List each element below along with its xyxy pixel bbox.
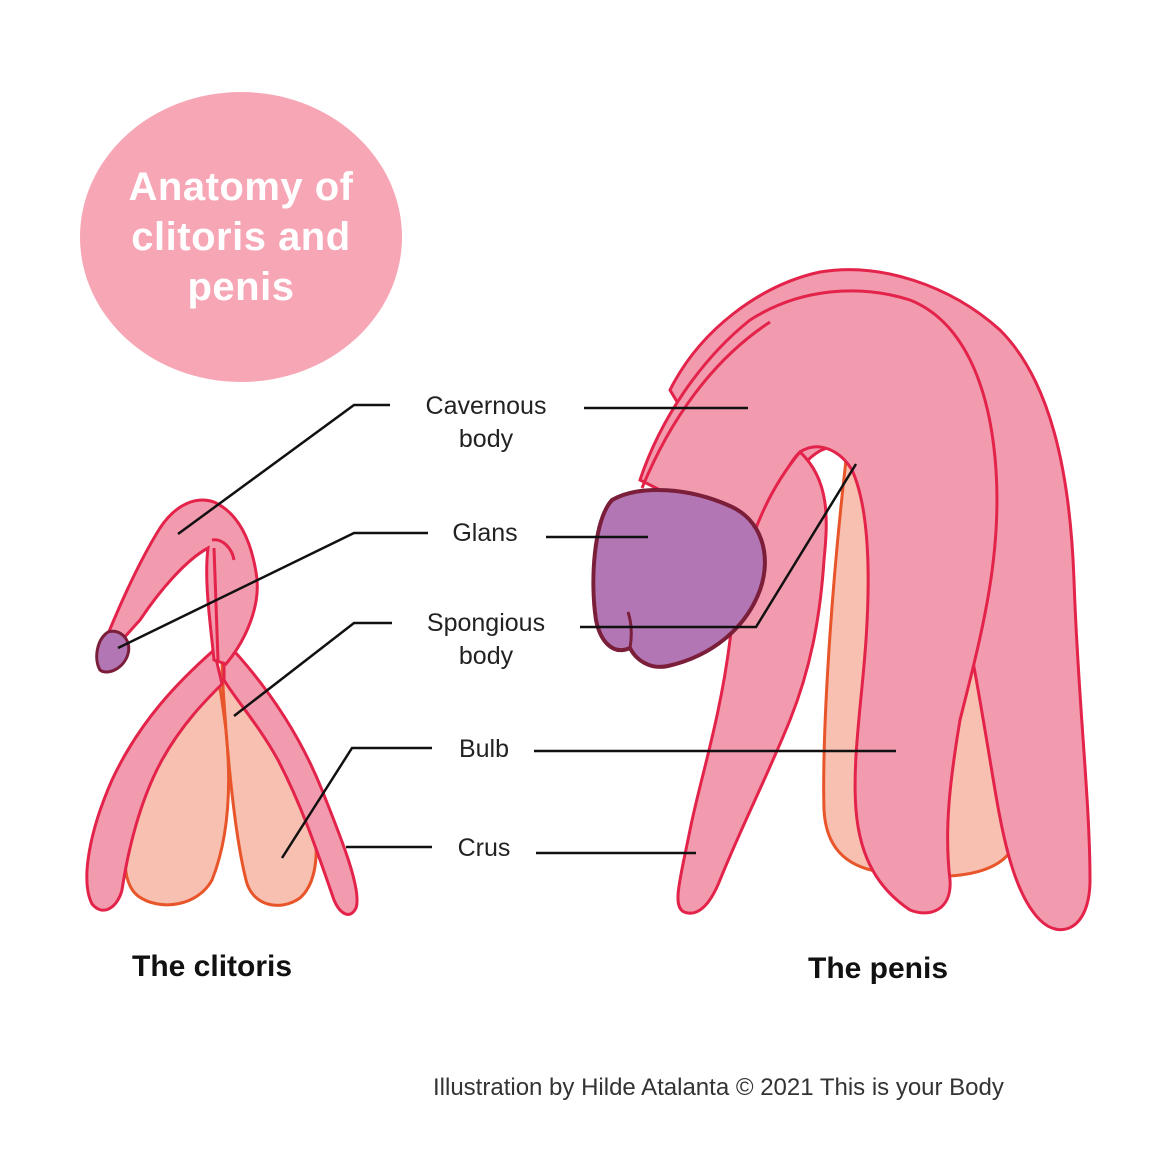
leader-spongious-right <box>580 463 858 629</box>
penis-drawing <box>591 268 1092 931</box>
penis-glans-crease <box>626 611 633 649</box>
clitoris-drawing <box>85 498 359 916</box>
clitoris-crus-right <box>222 636 359 916</box>
penis-cavernous-front <box>638 289 999 915</box>
diagram-title: Anatomy of clitoris and penis <box>128 165 354 309</box>
leader-spongious-left <box>233 621 392 717</box>
clitoris-cavernous-body <box>106 498 259 666</box>
leader-bulb-left <box>280 746 432 859</box>
label-cavernous-body: Cavernous body <box>425 392 547 453</box>
clitoris-glans <box>95 629 131 674</box>
label-glans: Glans <box>452 519 518 547</box>
clitoris-crus-left <box>85 647 224 912</box>
leader-lines <box>117 403 896 859</box>
penis-crus-left <box>676 449 828 915</box>
clitoris-midline <box>212 547 220 661</box>
label-crus: Crus <box>457 834 511 862</box>
leader-glans-left <box>117 531 428 650</box>
label-spongious-body: Spongious body <box>426 609 546 670</box>
clitoris-shaft-line <box>211 538 236 561</box>
penis-inner-line <box>640 320 771 489</box>
title-badge: Anatomy of clitoris and penis <box>80 92 402 382</box>
penis-glans <box>591 487 767 669</box>
caption-penis: The penis <box>808 952 949 985</box>
caption-clitoris: The clitoris <box>132 950 293 983</box>
illustration-credit: Illustration by Hilde Atalanta © 2021 Th… <box>433 1074 1004 1101</box>
label-bulb: Bulb <box>458 735 510 763</box>
leader-cavernous-left <box>177 403 390 536</box>
